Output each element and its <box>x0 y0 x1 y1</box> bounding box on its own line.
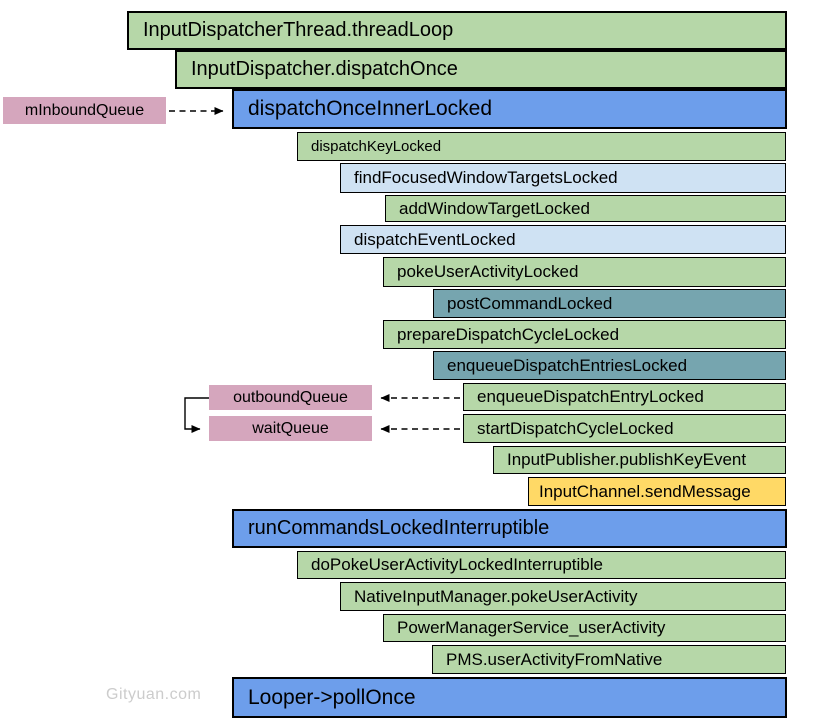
watermark: Gityuan.com <box>106 686 202 703</box>
call-box-runcommandslockedinterruptible: runCommandsLockedInterruptible <box>232 509 787 548</box>
call-box-nativeinputmanager-pokeuseractivity: NativeInputManager.pokeUserActivity <box>340 582 786 611</box>
call-box-enqueuedispatchentrieslocked: enqueueDispatchEntriesLocked <box>433 351 786 380</box>
call-box-powermanagerservice-useractivity: PowerManagerService_userActivity <box>383 614 786 642</box>
call-box-postcommandlocked: postCommandLocked <box>433 289 786 318</box>
call-box-preparedispatchcyclelocked: prepareDispatchCycleLocked <box>383 320 786 349</box>
queue-box-minboundqueue: mInboundQueue <box>3 97 166 124</box>
call-box-inputdispatcher-dispatchonce: InputDispatcher.dispatchOnce <box>175 50 787 89</box>
call-box-dispatcheventlocked: dispatchEventLocked <box>340 225 786 254</box>
call-box-inputdispatcherthread-threadloop: InputDispatcherThread.threadLoop <box>127 11 787 50</box>
call-box-dispatchonceinnerlocked: dispatchOnceInnerLocked <box>232 89 787 129</box>
call-box-dopokeuseractivitylockedinterruptible: doPokeUserActivityLockedInterruptible <box>297 551 786 579</box>
solid-arrow-outboundqueue-to-waitqueue <box>184 397 209 433</box>
call-box-looper-pollonce: Looper->pollOnce <box>232 677 787 718</box>
queue-box-waitqueue: waitQueue <box>209 416 372 441</box>
call-box-pms-useractivityfromnative: PMS.userActivityFromNative <box>432 645 786 674</box>
call-box-enqueuedispatchentrylocked: enqueueDispatchEntryLocked <box>463 383 786 411</box>
call-box-dispatchkeylocked: dispatchKeyLocked <box>297 132 786 161</box>
call-box-inputpublisher-publishkeyevent: InputPublisher.publishKeyEvent <box>493 446 786 474</box>
call-box-pokeuseractivitylocked: pokeUserActivityLocked <box>383 257 786 287</box>
call-box-startdispatchcyclelocked: startDispatchCycleLocked <box>463 414 786 443</box>
queue-box-outboundqueue: outboundQueue <box>209 385 372 410</box>
call-box-inputchannel-sendmessage: InputChannel.sendMessage <box>528 477 786 506</box>
call-box-addwindowtargetlocked: addWindowTargetLocked <box>385 195 786 222</box>
call-box-findfocusedwindowtargetslocked: findFocusedWindowTargetsLocked <box>340 163 786 193</box>
